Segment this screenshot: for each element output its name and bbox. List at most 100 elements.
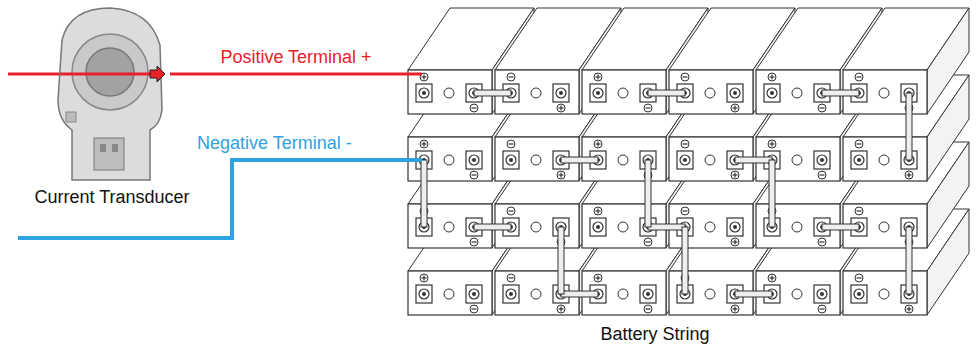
polarity-symbol (855, 274, 863, 282)
polarity-symbol (560, 307, 561, 312)
battery-vent (705, 289, 715, 299)
polarity-symbol (731, 305, 739, 313)
polarity-symbol (472, 107, 477, 108)
terminal-bolt (556, 88, 566, 98)
terminal-bolt (472, 292, 476, 296)
terminal-bolt (820, 158, 824, 162)
polarity-symbol (857, 143, 862, 144)
battery-string-drawing (408, 8, 969, 315)
terminal-post (466, 285, 482, 303)
polarity-symbol (509, 277, 514, 278)
battery-vent (879, 155, 889, 165)
polarity-symbol (507, 274, 515, 282)
polarity-symbol (594, 73, 602, 81)
battery-vent (705, 222, 715, 232)
node-heading: Current Transducer (34, 187, 189, 208)
polarity-symbol (855, 73, 863, 81)
link-strap (735, 157, 772, 163)
polarity-symbol (646, 241, 651, 242)
terminal-bolt (857, 158, 861, 162)
terminal-bolt (469, 289, 479, 299)
polarity-symbol (731, 238, 739, 246)
link-strap (474, 90, 511, 96)
battery-vent (618, 222, 628, 232)
link-strap (906, 93, 912, 160)
polarity-symbol (771, 142, 772, 147)
link-strap (735, 291, 772, 297)
polarity-symbol (597, 75, 598, 80)
mount-hole (66, 112, 76, 122)
terminal-bolt (506, 155, 516, 165)
polarity-symbol (734, 173, 735, 178)
battery-front (843, 271, 927, 315)
node-heading: Battery String (600, 324, 709, 345)
polarity-symbol (768, 274, 776, 282)
polarity-symbol (681, 73, 689, 81)
battery-vent (444, 88, 454, 98)
link-strap (645, 160, 651, 227)
polarity-symbol (507, 73, 515, 81)
battery-vent (618, 88, 628, 98)
terminal-label: Negative Terminal - (195, 133, 354, 154)
terminal-post (851, 285, 867, 303)
polarity-symbol (734, 307, 735, 312)
terminal-post (416, 84, 432, 102)
polarity-symbol (771, 276, 772, 281)
polarity-symbol (507, 140, 515, 148)
polarity-symbol (734, 106, 735, 111)
polarity-symbol (646, 107, 651, 108)
battery-vent (444, 222, 454, 232)
polarity-symbol (557, 104, 565, 112)
link-strap (561, 291, 598, 297)
current-transducer: Current Transducer (55, 5, 170, 185)
terminal-bolt (559, 91, 563, 95)
terminal-post (416, 285, 432, 303)
link-strap (769, 160, 775, 227)
battery-vent (618, 289, 628, 299)
polarity-symbol (597, 142, 598, 147)
battery-vent (792, 222, 802, 232)
polarity-symbol (597, 209, 598, 214)
transducer-body (58, 8, 162, 180)
battery-string: Battery String (422, 0, 976, 356)
terminal-post (814, 285, 830, 303)
battery-front (843, 137, 927, 181)
polarity-symbol (560, 106, 561, 111)
polarity-symbol (905, 171, 913, 179)
transducer-connector (94, 138, 124, 170)
battery-front (408, 271, 492, 315)
battery-vent (531, 222, 541, 232)
polarity-symbol (509, 210, 514, 211)
link-strap (822, 90, 859, 96)
polarity-symbol (423, 142, 424, 147)
polarity-symbol (594, 140, 602, 148)
connector-pin (100, 144, 106, 152)
polarity-symbol (646, 308, 651, 309)
terminal-post (851, 151, 867, 169)
terminal-bolt (643, 289, 653, 299)
battery-vent (879, 289, 889, 299)
battery-vent (705, 155, 715, 165)
terminal-post (503, 151, 519, 169)
polarity-symbol (470, 305, 478, 313)
battery-vent (879, 88, 889, 98)
battery-vent (444, 155, 454, 165)
terminal-bolt (509, 158, 513, 162)
polarity-symbol (857, 76, 862, 77)
battery-vent (879, 222, 889, 232)
battery-vent (531, 155, 541, 165)
polarity-symbol (771, 75, 772, 80)
polarity-symbol (681, 140, 689, 148)
polarity-symbol (908, 307, 909, 312)
battery-side (927, 8, 969, 114)
polarity-symbol (768, 140, 776, 148)
polarity-symbol (557, 171, 565, 179)
polarity-symbol (470, 238, 478, 246)
polarity-symbol (420, 274, 428, 282)
terminal-bolt (593, 222, 603, 232)
terminal-post (764, 84, 780, 102)
link-strap (822, 224, 859, 230)
terminal-bolt (733, 225, 737, 229)
